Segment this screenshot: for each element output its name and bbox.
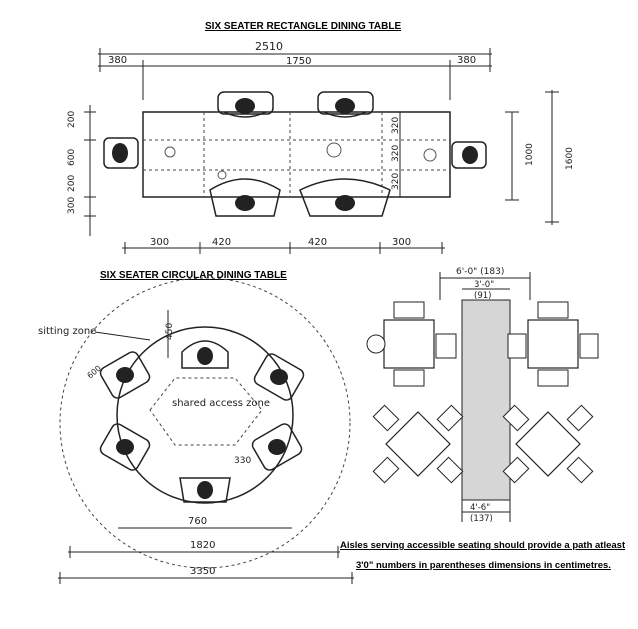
rect-seat-spacing-2: 320 [391, 145, 401, 162]
circ-seat-depth-dim: 450 [165, 323, 175, 340]
rect-table-top [142, 111, 451, 198]
rect-overall-dim: 2510 [255, 40, 283, 53]
rect-left-dim-3: 200 [67, 175, 77, 192]
caption-line-2: 3'0" numbers in parentheses dimensions i… [356, 560, 611, 571]
circ-table-dim: 760 [188, 516, 207, 527]
circ-outer-zone [59, 277, 351, 569]
rect-bottom-dim-1: 300 [150, 237, 169, 248]
aisle-table-top-right [507, 301, 599, 387]
aisle-table-bottom-left [372, 404, 464, 484]
circ-chair-upper-right [253, 353, 305, 401]
caption-line-1: Aisles serving accessible seating should… [340, 540, 626, 551]
rect-table-title: SIX SEATER RECTANGLE DINING TABLE [205, 21, 402, 32]
aisle-bottom-cm: (137) [470, 514, 493, 524]
rect-chair-left-end [103, 137, 139, 169]
accessible-aisle [461, 299, 511, 501]
rect-left-dim-2: 600 [67, 149, 77, 166]
rect-table-length-dim: 1750 [286, 56, 311, 67]
circ-table-top [116, 326, 294, 504]
aisle-table-top-left [366, 301, 457, 387]
circ-chair-lower-right [251, 423, 303, 471]
rect-bottom-dim-3: 420 [308, 237, 327, 248]
rect-left-margin-dim: 380 [108, 55, 127, 66]
rect-left-dim-1: 200 [67, 111, 77, 128]
aisle-bottom-dim: 4'-6" [470, 503, 490, 513]
rect-right-margin-dim: 380 [457, 55, 476, 66]
rect-chair-bottom-right [299, 178, 391, 217]
rect-chair-top-right [317, 91, 374, 118]
rect-seat-spacing-1: 320 [391, 117, 401, 134]
sitting-zone-label: sitting zone [38, 326, 96, 337]
rect-bottom-dim-2: 420 [212, 237, 231, 248]
rect-depth-dim: 1600 [565, 147, 575, 170]
circ-chair-bottom [179, 477, 231, 503]
shared-zone-label: shared access zone [172, 398, 270, 409]
rect-chair-right-end [451, 141, 487, 169]
circ-overall-dim: 3350 [190, 566, 215, 577]
rect-chair-bottom-left [209, 178, 281, 217]
circular-table-drawing: shared access zone sitting zone 450 600 … [38, 277, 354, 584]
rect-bottom-dim-4: 300 [392, 237, 411, 248]
aisle-table-bottom-right [502, 404, 594, 484]
circ-table-title: SIX SEATER CIRCULAR DINING TABLE [100, 270, 287, 281]
circ-chair-lower-left [99, 423, 151, 471]
aisle-top-inner-dim: 3'-0" [474, 280, 494, 290]
circ-seat-ring-dim: 1820 [190, 540, 215, 551]
rect-table-width-dim: 1000 [525, 143, 535, 166]
rect-seat-spacing-3: 320 [391, 173, 401, 190]
aisle-top-outer-dim: 6'-0" (183) [456, 267, 504, 277]
aisle-top-inner-cm: (91) [474, 291, 491, 301]
rect-left-dim-4: 300 [67, 197, 77, 214]
circ-chair-upper-left [99, 351, 151, 399]
aisle-plan-drawing: 6'-0" (183) 3'-0" (91) [366, 267, 599, 524]
circ-chair-top [181, 340, 229, 369]
rect-table-drawing: 2510 380 1750 380 [67, 40, 575, 254]
rect-chair-top-left [217, 91, 274, 118]
circ-angle-dim-b: 330 [234, 456, 251, 466]
